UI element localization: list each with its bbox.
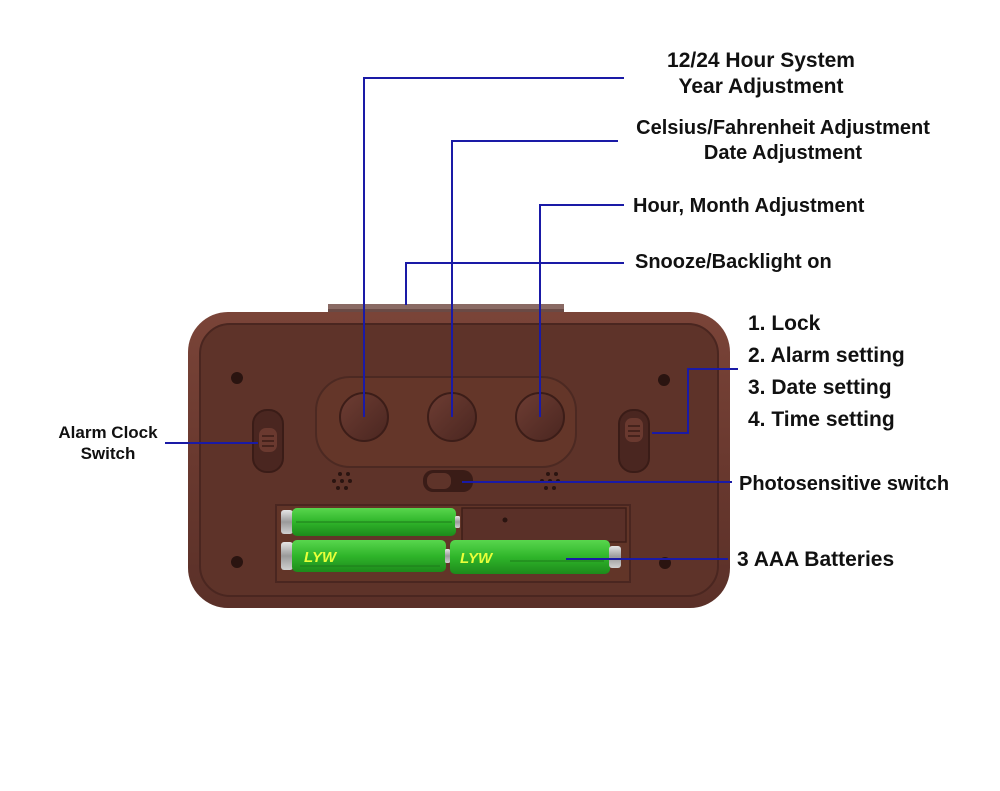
screw: [658, 374, 670, 386]
callout-line-celsius: [451, 140, 618, 417]
label-alarm-line2: Switch: [80, 444, 136, 464]
label-hour-system-line2: Year Adjustment: [678, 75, 844, 99]
battery-2-brand: LYW: [304, 549, 338, 566]
mode-switch-list: 1. Lock 2. Alarm setting 3. Date setting…: [748, 308, 905, 436]
label-celsius: Celsius/Fahrenheit Adjustment Date Adjus…: [622, 116, 944, 166]
callout-line-hour-system: [363, 77, 624, 417]
label-photosensitive: Photosensitive switch: [739, 473, 950, 495]
alarm-slide-switch-knob: [259, 428, 277, 452]
label-alarm-clock-switch: Alarm Clock Switch: [40, 422, 176, 465]
label-celsius-line2: Date Adjustment: [703, 142, 863, 164]
mode-switch-item: 4. Time setting: [748, 408, 895, 431]
battery-3: LYW: [450, 540, 621, 574]
battery-compartment-cover: [461, 507, 627, 543]
label-hour-month: Hour, Month Adjustment: [633, 195, 865, 217]
screw: [231, 556, 243, 568]
photosensitive-switch-knob: [427, 473, 451, 489]
callout-line-snooze: [405, 262, 624, 305]
mode-slide-switch-knob: [625, 418, 643, 442]
label-celsius-line1: Celsius/Fahrenheit Adjustment: [636, 117, 930, 139]
callout-lines: [165, 77, 738, 560]
callout-line-mode-switch: [652, 368, 738, 434]
screw: [231, 372, 243, 384]
callout-line-hour-month: [539, 204, 624, 417]
battery-3-brand: LYW: [460, 550, 494, 567]
label-hour-system-line1: 12/24 Hour System: [667, 49, 855, 72]
speaker-grille-left: [332, 472, 352, 490]
mode-switch-item: 2. Alarm setting: [748, 344, 905, 367]
battery-1: [281, 508, 460, 536]
label-batteries: 3 AAA Batteries: [737, 548, 895, 571]
label-snooze: Snooze/Backlight on: [635, 251, 832, 273]
label-alarm-line1: Alarm Clock: [58, 423, 158, 442]
mode-switch-item: 1. Lock: [748, 312, 821, 335]
battery-2: LYW: [281, 540, 450, 572]
mode-switch-item: 3. Date setting: [748, 376, 892, 399]
label-hour-system: 12/24 Hour System Year Adjustment: [638, 48, 884, 101]
